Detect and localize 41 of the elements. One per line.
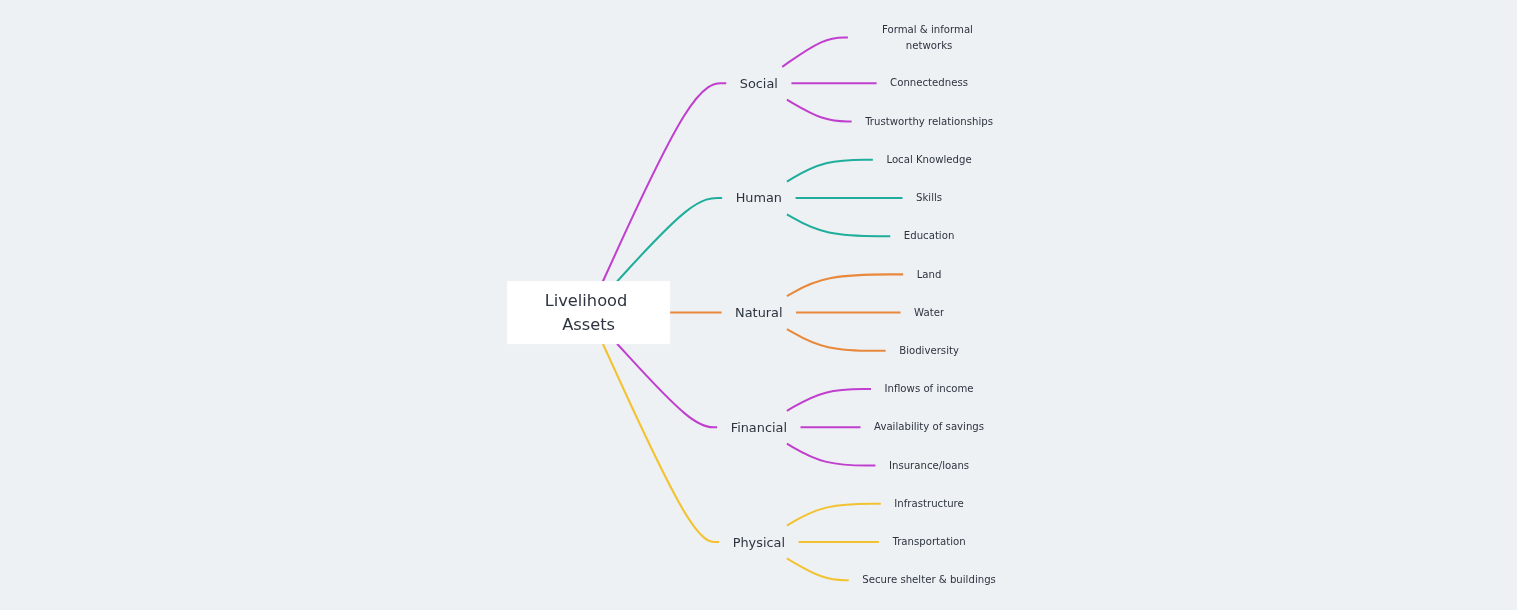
connector	[795, 311, 901, 314]
connector	[800, 426, 861, 429]
connector	[669, 311, 722, 314]
connector	[795, 196, 903, 199]
node-text: Skills	[915, 191, 942, 204]
node-text: Infrastructure	[893, 497, 964, 510]
connector	[786, 442, 876, 467]
connector	[798, 540, 879, 543]
node-text: Financial	[730, 419, 787, 435]
node-text: Water	[913, 306, 944, 319]
node-text: Biodiversity	[898, 344, 959, 357]
connector	[786, 158, 873, 183]
node-text: Trustworthy relationships	[864, 115, 993, 128]
connector	[786, 273, 903, 298]
node-box: Livelihood Assets	[506, 281, 670, 345]
connector	[615, 196, 722, 283]
node-text: Education	[903, 229, 954, 243]
connector	[781, 36, 848, 68]
connector	[786, 213, 890, 238]
connector	[601, 82, 726, 282]
node-text: Inflows of income	[884, 382, 974, 395]
node-text: Formal & informal networks	[881, 23, 973, 51]
node-text: Connectedness	[889, 76, 968, 90]
connector	[791, 82, 877, 85]
node-text: Availability of savings	[873, 421, 984, 434]
node-text: Local Knowledge	[886, 153, 972, 166]
connector	[786, 98, 852, 123]
node-text: Human	[735, 190, 782, 206]
connector	[615, 343, 717, 429]
node-text: Physical	[732, 534, 785, 550]
connector	[786, 328, 886, 352]
node-text: Secure shelter & buildings	[861, 573, 996, 587]
node-text: Insurance/loans	[888, 459, 969, 472]
connector	[786, 557, 849, 582]
connector	[601, 343, 719, 543]
node-text: Natural	[734, 304, 783, 320]
node-text: Social	[739, 75, 778, 91]
node-text: Land	[916, 268, 942, 281]
node-text: Transportation	[892, 535, 966, 548]
connector	[786, 388, 871, 412]
connector	[786, 502, 881, 527]
